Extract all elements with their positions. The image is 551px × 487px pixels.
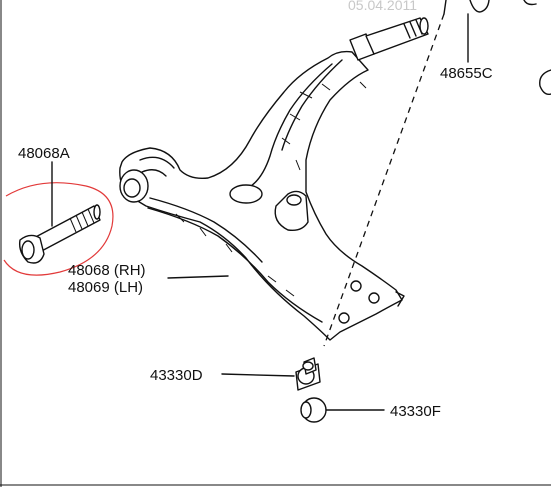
part-43330d [295,357,321,391]
front-bushing [119,156,175,203]
leader-43330d [221,373,295,377]
rear-bracket [274,190,309,232]
lower-control-arm [119,50,405,341]
assembly-dashed-line [323,13,445,347]
arm-hole-rear-1 [350,280,362,292]
highlight-circle [3,182,114,276]
label-48069-lh: 48069 (LH) [68,279,143,296]
arm-hole-rear-2 [368,292,380,304]
dashed-line-top-tick [443,0,447,15]
label-43330f: 43330F [390,403,441,420]
label-48655c: 48655C [440,65,493,82]
part-43330f [300,397,327,423]
partial-part-top-right [469,0,551,96]
label-48068-rh: 48068 (RH) [68,262,146,279]
date-stamp: 05.04.2011 [348,0,417,13]
arm-hole-rear-3 [338,312,350,324]
bolt-48068a [18,204,101,264]
label-48068a: 48068A [18,145,70,162]
leader-48068 [167,275,229,279]
ball-joint-stud [349,17,429,61]
arm-hole [229,184,263,204]
arm-hatching [175,81,367,297]
label-43330d: 43330D [150,367,203,384]
